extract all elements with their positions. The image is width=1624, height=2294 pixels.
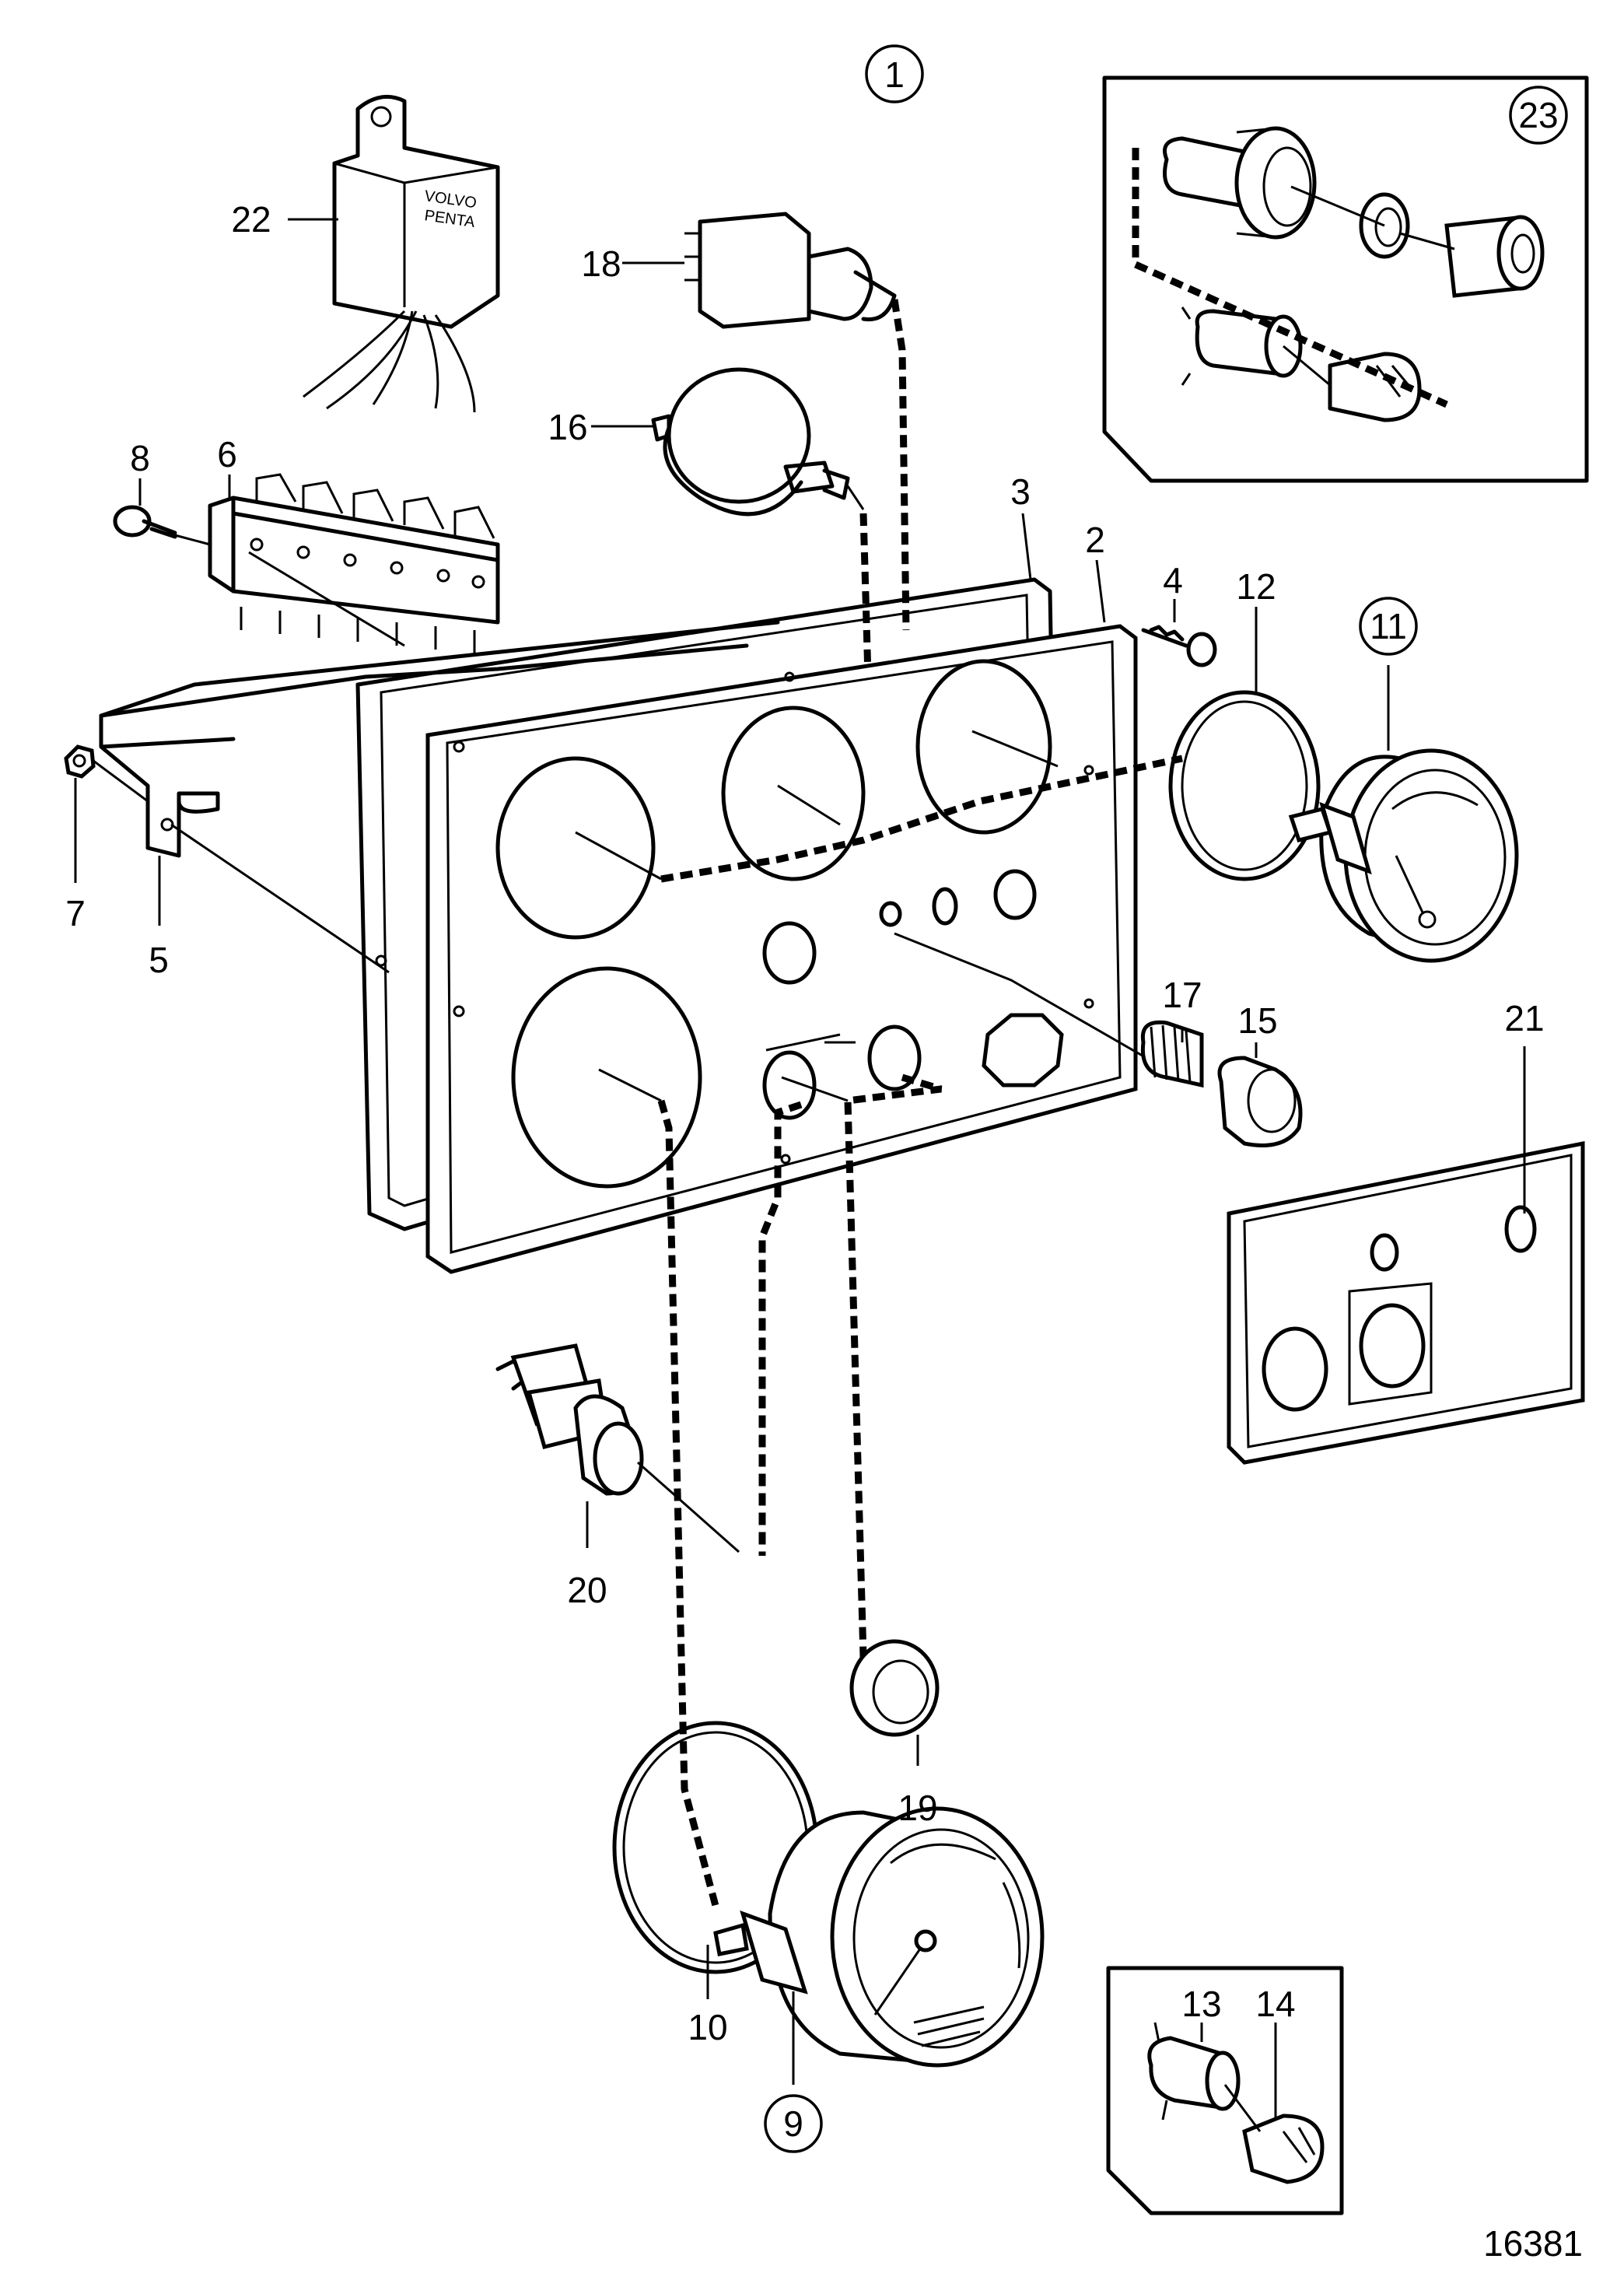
switch-18-line bbox=[891, 299, 910, 631]
gauge-11 bbox=[1288, 748, 1519, 963]
callout-4: 4 bbox=[1163, 560, 1183, 601]
nut-7 bbox=[64, 744, 96, 779]
switch-18 bbox=[684, 212, 910, 631]
gauge-9 bbox=[713, 1806, 1045, 2068]
panel-hole-1 bbox=[495, 756, 656, 940]
callout-18: 18 bbox=[581, 243, 621, 284]
callout-3: 3 bbox=[1010, 471, 1031, 512]
callout-15: 15 bbox=[1237, 1000, 1277, 1041]
bracket-lines bbox=[93, 759, 390, 974]
callout-16: 16 bbox=[548, 407, 587, 447]
screw-8-line bbox=[174, 534, 405, 647]
svg-text:1: 1 bbox=[884, 54, 905, 95]
leader-2 bbox=[1095, 559, 1106, 623]
panel-hole-2 bbox=[721, 706, 866, 881]
callout-6: 6 bbox=[217, 434, 237, 475]
bulb-14 bbox=[1242, 2114, 1325, 2184]
inset-assembly-line bbox=[1132, 148, 1448, 408]
relay-22: VOLVO PENTA bbox=[303, 94, 500, 413]
figure-id: 16381 bbox=[1483, 2223, 1583, 2264]
callout-19: 19 bbox=[898, 1788, 937, 1828]
panel-wiring-lower-left bbox=[657, 1099, 719, 1907]
callout-17: 17 bbox=[1162, 975, 1202, 1015]
connector-nut bbox=[1444, 215, 1545, 298]
callout-5: 5 bbox=[149, 940, 169, 980]
o-ring-12 bbox=[1168, 690, 1321, 881]
callout-9: 9 bbox=[764, 2094, 823, 2153]
panel-hole-4 bbox=[511, 966, 702, 1189]
connector-sleeve bbox=[1163, 126, 1317, 240]
inset-13-14-frame bbox=[1106, 1966, 1344, 2215]
svg-text:9: 9 bbox=[783, 2103, 803, 2144]
bulb-holder-13 bbox=[1147, 2022, 1241, 2121]
lamp-cap-15 bbox=[1217, 1056, 1303, 1147]
terminal-block-6 bbox=[208, 473, 500, 653]
lamp-holder-17 bbox=[1140, 1020, 1204, 1088]
panel-leader-lines bbox=[575, 730, 1167, 1102]
callout-10: 10 bbox=[688, 2007, 727, 2047]
panel-2 bbox=[425, 624, 1138, 1274]
panel-wiring-lower-mid bbox=[758, 1101, 803, 1556]
panel-hole-3 bbox=[915, 659, 1052, 835]
screw-4 bbox=[1141, 625, 1217, 667]
callout-13: 13 bbox=[1181, 1984, 1221, 2024]
callout-7: 7 bbox=[65, 893, 86, 933]
cover-plate-21 bbox=[1227, 1140, 1585, 1465]
callout-1: 1 bbox=[865, 44, 924, 103]
inset-bulb-holder bbox=[1181, 306, 1303, 386]
callout-20: 20 bbox=[567, 1570, 607, 1610]
push-switch-20 bbox=[495, 1343, 740, 1553]
callout-8: 8 bbox=[130, 438, 150, 478]
inset-23-frame bbox=[1102, 75, 1589, 483]
svg-text:11: 11 bbox=[1370, 606, 1407, 646]
panel-wiring-lower-right bbox=[844, 1073, 943, 1658]
svg-text:23: 23 bbox=[1518, 95, 1558, 135]
panel-wiring-upper bbox=[660, 755, 1183, 883]
cap-19 bbox=[849, 1639, 940, 1737]
callout-21: 21 bbox=[1504, 998, 1544, 1038]
callout-12: 12 bbox=[1236, 566, 1276, 607]
callout-2: 2 bbox=[1085, 520, 1105, 560]
screw-8 bbox=[113, 505, 177, 539]
callout-11: 11 bbox=[1359, 597, 1418, 656]
callout-22: 22 bbox=[231, 199, 271, 240]
leader-3 bbox=[1021, 513, 1032, 580]
callout-23: 23 bbox=[1509, 86, 1568, 145]
callout-14: 14 bbox=[1255, 1984, 1295, 2024]
